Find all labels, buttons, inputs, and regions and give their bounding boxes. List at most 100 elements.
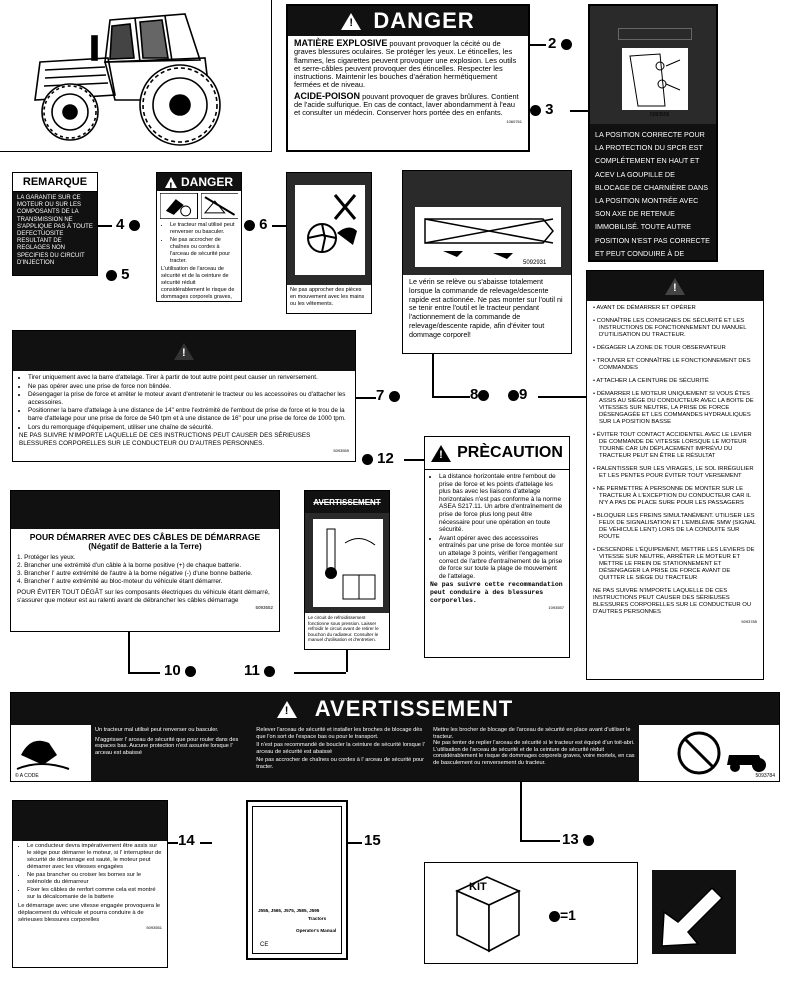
decal13-col3-a: Mettre les brocher de blocage de l'arcea… bbox=[433, 727, 631, 740]
decal7-bullet-3: Désengager la prise de force et arrêter … bbox=[28, 391, 349, 406]
decal-rops-avertissement: AVERTISSEMENT © A CODE Un tracteur mal u… bbox=[10, 692, 780, 782]
decal14-bullet-2: Ne pas brancher ou croiser les bornes su… bbox=[27, 872, 162, 886]
rops-diagram-icon: 5093556 bbox=[622, 48, 688, 118]
callout-3-label: 3 bbox=[545, 101, 554, 118]
decal10-title: POUR DÉMARRER AVEC DES CÂBLES DE DÉMARRA… bbox=[29, 532, 261, 542]
callout-7-label: 7 bbox=[376, 387, 385, 404]
decal7-warning: NE PAS SUIVRE N'IMPORTE LAQUELLE DE CES … bbox=[19, 432, 311, 447]
decal13-right-picto: 5093784 bbox=[639, 725, 779, 781]
decal13-col2-b: Il n'est pas recommandé de boucler la ce… bbox=[256, 742, 425, 755]
decal14-footer: Le démarrage avec une vitesse engagée pr… bbox=[18, 903, 161, 923]
callout-5-label: 5 bbox=[121, 266, 130, 283]
decal5-header-text: DANGER bbox=[180, 175, 233, 189]
kit-legend-text: =1 bbox=[549, 907, 576, 923]
decal14-bullet-3: Fixer les câbles de renfort comme cela e… bbox=[27, 887, 162, 901]
decal3-code: 5093556 bbox=[650, 112, 670, 118]
decal9-item: • BLOQUER LES FREINS SIMULTANÉMENT. UTIL… bbox=[593, 513, 756, 540]
decal7-bullet-4: Positionner la barre d'attelage à une di… bbox=[28, 407, 349, 422]
decal6-image bbox=[287, 173, 371, 285]
decal12-bullet-1: La distance horizontale entre l'embout d… bbox=[439, 473, 564, 534]
arrow-decal bbox=[650, 868, 738, 956]
decal14-bullet-1: Le conducteur devra impérativement être … bbox=[27, 843, 162, 871]
rollover-icon bbox=[160, 193, 198, 219]
decal5-text: Le tracteur mal utilisé peut renverser o… bbox=[157, 221, 241, 301]
decal-quick-raise: 5092931 Le vérin se relève ou s'abaisse … bbox=[402, 170, 572, 354]
decal11-image bbox=[305, 513, 389, 613]
rollover-person-icon bbox=[16, 740, 70, 770]
decal7-bullet-2: Ne pas opérer avec une prise de force no… bbox=[28, 383, 349, 391]
decal12-bullet-2: Avant opérer avec des accessoires entraî… bbox=[439, 535, 564, 581]
callout-9-dot bbox=[508, 389, 519, 401]
decal13-left-picto: © A CODE bbox=[11, 725, 91, 781]
decal8-image: 5092931 bbox=[403, 171, 571, 275]
explosive-title: MATIÈRE EXPLOSIVE bbox=[294, 38, 388, 48]
callout-3-dot bbox=[530, 104, 541, 116]
decal9-item: • TROUVER ET CONNAÎTRE LE FONCTIONNEMENT… bbox=[593, 358, 751, 371]
warning-triangle-icon bbox=[665, 277, 685, 295]
decal5-bullet-2: Ne pas accrocher de chaînes ou cordes à … bbox=[170, 237, 237, 265]
decal-jump-start: POUR DÉMARRER AVEC DES CÂBLES DE DÉMARRA… bbox=[10, 490, 280, 632]
hitch-control-icon: 5092931 bbox=[415, 207, 561, 267]
decal10-step: 1. Protéger les yeux. bbox=[17, 554, 76, 561]
callout-7-dot bbox=[388, 390, 400, 402]
acid-title: ACIDE-POISON bbox=[294, 90, 361, 101]
decal-radiator: AVERTISSEMENT Le circuit de refroidissem… bbox=[304, 490, 390, 650]
decal10-warning: POUR ÉVITER TOUT DÉGÂT sur les composant… bbox=[17, 589, 270, 604]
kit-quantity: =1 bbox=[560, 907, 576, 923]
warning-triangle-icon bbox=[431, 444, 452, 462]
decal13-col3-b: Ne pas tenter de replier l'arceau de séc… bbox=[433, 740, 635, 747]
manual-title: Operator's Manual bbox=[296, 928, 337, 933]
decal9-item: • CONNAÎTRE LES CONSIGNES DE SÉCURITÉ ET… bbox=[593, 318, 747, 338]
explosive-text: pouvant provoquer la cécité ou de graves… bbox=[294, 39, 517, 90]
decal9-item: • DÉMARRER LE MOTEUR UNIQUEMENT SI VOUS … bbox=[593, 391, 754, 425]
decal8-text: Le vérin se relève ou s'abaisse totaleme… bbox=[409, 277, 563, 339]
decal12-footer: Ne pas suivre cette recommandation peut … bbox=[430, 581, 563, 604]
decal10-code: 5093552 bbox=[255, 605, 273, 610]
warning-triangle-icon bbox=[164, 176, 177, 193]
decal12-header-text: PRÈCAUTION bbox=[457, 444, 563, 461]
decal13-col3-c: L'utilisation de l'arceau de sécurité et… bbox=[433, 746, 635, 766]
no-chain-tow-icon bbox=[643, 729, 775, 777]
manual-tractors: Tractors bbox=[308, 916, 327, 921]
decal13-col2-a: Relever l'arceau de sécurité et installe… bbox=[256, 727, 423, 740]
decal-rotating-fan: Ne pas approcher des pièces en mouvement… bbox=[286, 172, 372, 314]
decal6-text: Ne pas approcher des pièces en mouvement… bbox=[290, 287, 365, 307]
callout-10-label: 10 bbox=[164, 662, 181, 679]
callout-6-dot bbox=[244, 219, 255, 231]
decal10-header bbox=[11, 491, 279, 529]
decal13-code: 5093784 bbox=[755, 773, 775, 779]
decal-precaution-pto: PRÈCAUTION La distance horizontale entre… bbox=[424, 436, 570, 658]
decal11-header: AVERTISSEMENT bbox=[305, 491, 389, 513]
fan-hand-icon bbox=[295, 185, 365, 275]
decal7-code: 5093559 bbox=[333, 448, 349, 454]
decal11-header-text: AVERTISSEMENT bbox=[313, 497, 381, 507]
callout-5-dot bbox=[106, 269, 117, 281]
manual-models: J555, J565, J575, J585, J595 bbox=[258, 908, 320, 913]
operators-manual: J555, J565, J575, J585, J595 Tractors Op… bbox=[246, 800, 348, 960]
decal-operating-instructions: • AVANT DE DÉMARRER ET OPÉRER• CONNAÎTRE… bbox=[586, 270, 764, 680]
decal10-step: 2. Brancher une extrémité d'un câble à l… bbox=[17, 562, 242, 569]
decal13-center: Un tracteur mal utilisé peut renverser o… bbox=[91, 725, 639, 781]
decal-starting-safety: Le conducteur devra impérativement être … bbox=[12, 800, 168, 968]
warning-triangle-icon bbox=[174, 342, 194, 360]
callout-8-label: 8 bbox=[470, 386, 479, 403]
chain-tow-icon bbox=[200, 193, 238, 219]
kit-box-icon bbox=[455, 876, 521, 953]
decal14-header bbox=[13, 801, 167, 841]
thermometer-manual-icon bbox=[313, 519, 383, 607]
callout-11-dot bbox=[264, 665, 276, 677]
decal5-pictograms bbox=[157, 191, 241, 221]
decal-danger-battery-header: DANGER bbox=[288, 6, 528, 36]
callout-12-dot bbox=[362, 453, 373, 465]
decal13-col2-c: Ne pas accrocher de chaînes ou cordes à … bbox=[256, 757, 425, 770]
rops-text: LA POSITION CORRECTE POUR LA PROTECTION … bbox=[590, 124, 716, 260]
decal9-item: • DESCENDRE L'ÉQUIPEMENT, METTRE LES LEV… bbox=[593, 547, 755, 581]
callout-9-label: 9 bbox=[519, 386, 528, 403]
warning-triangle-icon bbox=[341, 12, 362, 30]
decal13-header: AVERTISSEMENT bbox=[11, 693, 779, 725]
decal-rops-position: 5093556 LA POSITION CORRECTE POUR LA PRO… bbox=[588, 4, 718, 262]
decal9-item: • NE PERMETTRE À PERSONNE DE MONTER SUR … bbox=[593, 486, 751, 506]
callout-13-label: 13 bbox=[562, 831, 579, 848]
decal9-item: • DÉGAGER LA ZONE DE TOUR OBSERVATEUR bbox=[593, 345, 726, 351]
decal-drawbar: Tirer uniquement avec la barre d'attelag… bbox=[12, 330, 356, 462]
